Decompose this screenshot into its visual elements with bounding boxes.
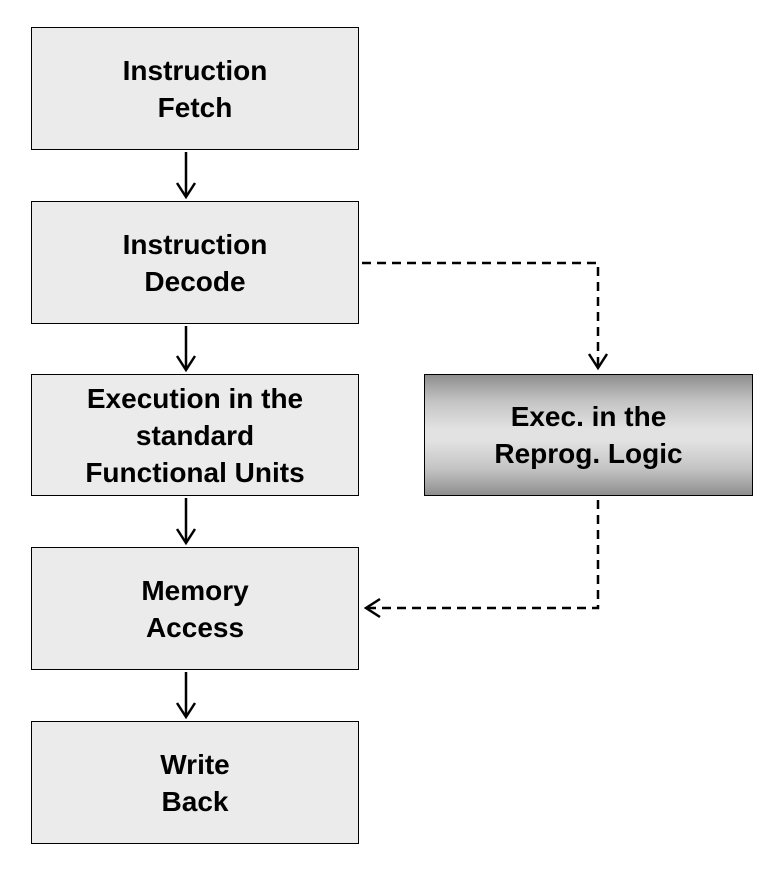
execution-standard-units-box: Execution in the standard Functional Uni… — [31, 374, 359, 496]
reprogrammable-logic-box: Exec. in the Reprog. Logic — [424, 374, 753, 496]
arrow-decode-to-execution — [175, 326, 197, 373]
memory-access-box: Memory Access — [31, 547, 359, 670]
instruction-fetch-box: Instruction Fetch — [31, 27, 359, 150]
dashed-arrow-reprog-to-memory — [363, 500, 600, 619]
instruction-fetch-label-line-2: Fetch — [157, 91, 233, 123]
write-back-label-line-2: Back — [161, 785, 229, 817]
dashed-arrow-decode-to-reprog — [362, 261, 609, 371]
arrow-execution-to-memory — [175, 498, 197, 546]
write-back-box: Write Back — [31, 721, 359, 844]
instruction-decode-label-line-1: Instruction — [122, 228, 268, 260]
instruction-decode-label-line-2: Decode — [144, 265, 246, 297]
execution-label-line-2: standard — [135, 419, 255, 451]
arrow-fetch-to-decode — [175, 152, 197, 200]
memory-access-label-line-2: Access — [145, 611, 245, 643]
reprog-logic-label-line-2: Reprog. Logic — [494, 438, 683, 469]
instruction-fetch-label-line-1: Instruction — [122, 54, 268, 86]
execution-label-line-1: Execution in the — [86, 382, 304, 414]
reprog-logic-label-line-1: Exec. in the — [510, 401, 667, 432]
instruction-decode-box: Instruction Decode — [31, 201, 359, 324]
write-back-label-line-1: Write — [160, 748, 230, 780]
arrow-memory-to-write-back — [175, 672, 197, 720]
execution-label-line-3: Functional Units — [85, 456, 305, 488]
memory-access-label-line-1: Memory — [141, 574, 249, 606]
